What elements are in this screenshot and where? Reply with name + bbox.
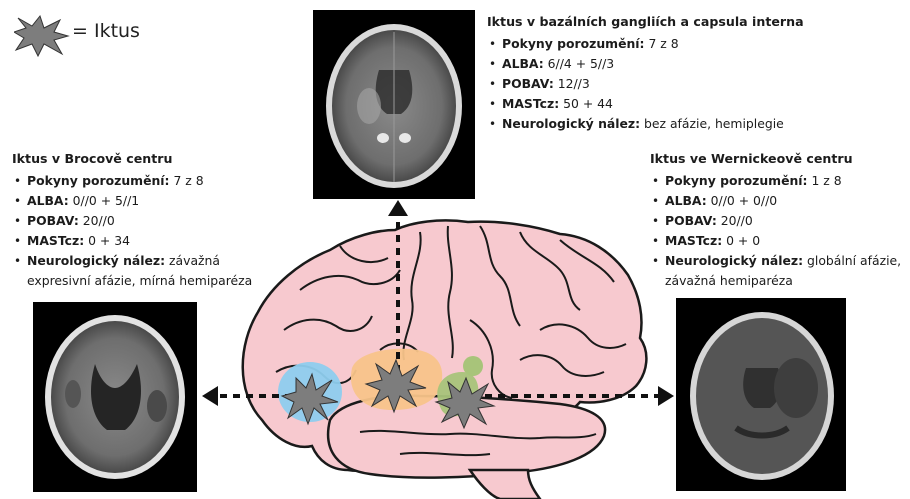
list-item: MASTcz: 50 + 44: [487, 94, 804, 114]
arrow-head-up: [388, 200, 408, 216]
list-item: MASTcz: 0 + 34: [12, 231, 252, 251]
list-item: POBAV: 12//3: [487, 74, 804, 94]
ct-scan-basal-ganglia: [313, 10, 475, 199]
list-item: ALBA: 6//4 + 5//3: [487, 54, 804, 74]
list-item: Pokyny porozumění: 1 z 8: [650, 171, 901, 191]
list-item: ALBA: 0//0 + 5//1: [12, 191, 252, 211]
list-item: ALBA: 0//0 + 0//0: [650, 191, 901, 211]
info-block-broca: Iktus v Brocově centru Pokyny porozumění…: [12, 149, 252, 291]
list-item: Neurologický nález: globální afázie,záva…: [650, 251, 901, 291]
block-title: Iktus v bazálních gangliích a capsula in…: [487, 12, 804, 32]
list-item: Neurologický nález: závažnáexpresivní af…: [12, 251, 252, 291]
info-block-wernicke: Iktus ve Wernickeově centru Pokyny poroz…: [650, 149, 901, 291]
list-item: POBAV: 20//0: [650, 211, 901, 231]
arrow-head-left: [202, 386, 218, 406]
list-item: POBAV: 20//0: [12, 211, 252, 231]
ct-scan-broca: [33, 302, 197, 492]
list-item: Neurologický nález: bez afázie, hemipleg…: [487, 114, 804, 134]
list-item: Pokyny porozumění: 7 z 8: [487, 34, 804, 54]
ct-scan-wernicke: [676, 298, 846, 491]
wernicke-region-upper: [463, 356, 483, 376]
findings-list: Pokyny porozumění: 7 z 8 ALBA: 0//0 + 5/…: [12, 171, 252, 291]
arrow-head-right: [658, 386, 674, 406]
list-item: MASTcz: 0 + 0: [650, 231, 901, 251]
findings-list: Pokyny porozumění: 1 z 8 ALBA: 0//0 + 0/…: [650, 171, 901, 291]
list-item: Pokyny porozumění: 7 z 8: [12, 171, 252, 191]
brainstem: [470, 470, 540, 499]
block-title: Iktus v Brocově centru: [12, 149, 252, 169]
findings-list: Pokyny porozumění: 7 z 8 ALBA: 6//4 + 5/…: [487, 34, 804, 134]
block-title: Iktus ve Wernickeově centru: [650, 149, 901, 169]
info-block-basal-ganglia: Iktus v bazálních gangliích a capsula in…: [487, 12, 804, 134]
